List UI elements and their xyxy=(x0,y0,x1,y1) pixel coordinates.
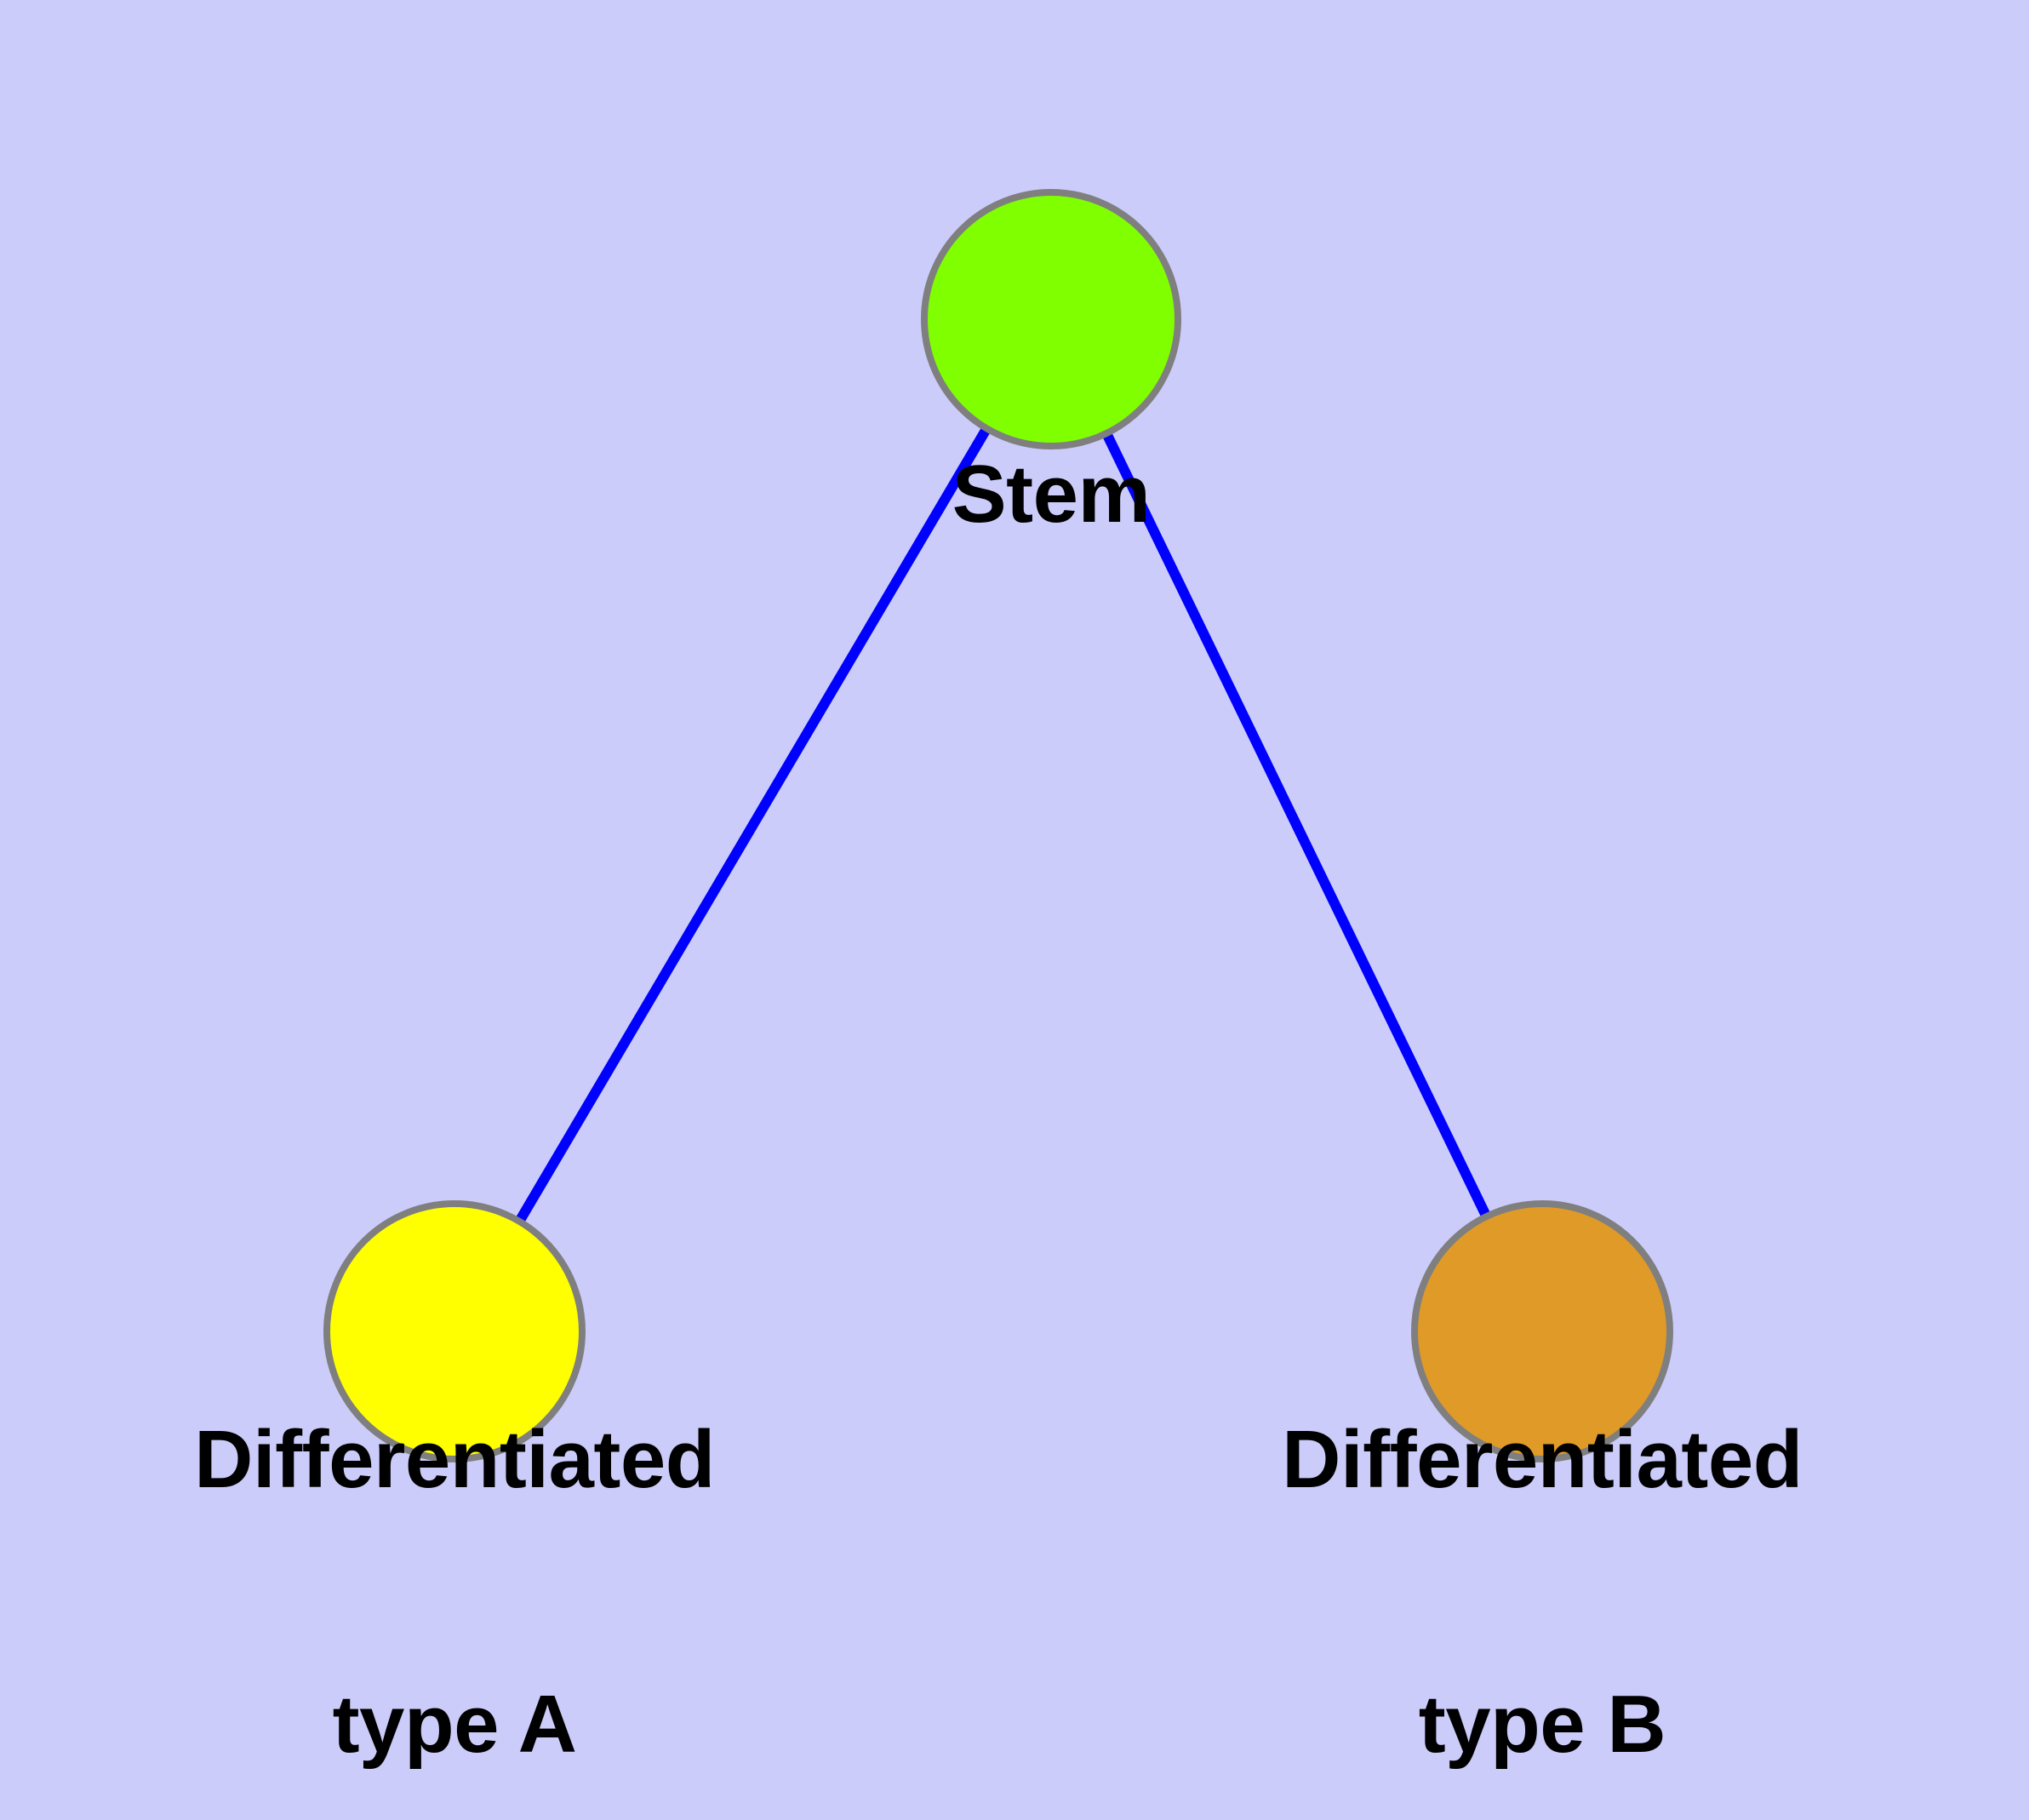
node-differentiated-type-a[interactable] xyxy=(323,1200,586,1462)
edge-stem-diff-b[interactable] xyxy=(1100,429,1492,1221)
edge-stem-diff-a[interactable] xyxy=(513,424,992,1226)
node-stem[interactable] xyxy=(921,189,1181,449)
node-differentiated-type-b[interactable] xyxy=(1411,1200,1673,1462)
